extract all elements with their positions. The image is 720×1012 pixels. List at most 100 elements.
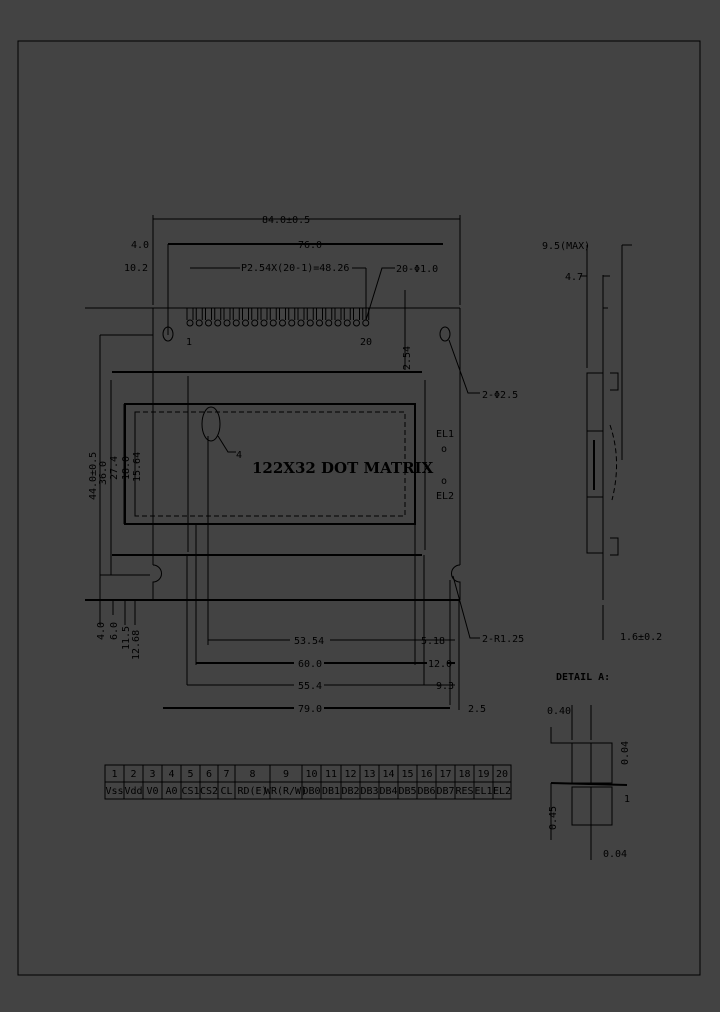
el2-label: EL2 <box>436 491 454 502</box>
pin-hole <box>316 319 323 327</box>
detail-ref: 4 <box>236 450 242 461</box>
dim-27-4: 27.4 <box>109 456 120 480</box>
pin-signal: DB5 <box>398 786 416 797</box>
pin-20-label: 20 <box>360 337 372 348</box>
pin-hole <box>325 319 333 327</box>
el1-pad: o <box>441 444 447 455</box>
dim-4-0: 4.0 <box>96 622 107 640</box>
pin-signal: V0 <box>146 786 158 797</box>
top-dimensions: 84.0±0.5 76.0 4.0 10.2 P2.54X(20-1)=48.2… <box>124 215 461 370</box>
detail-dim-1: 1 <box>624 794 630 805</box>
pin-lead <box>260 308 268 320</box>
pin-number: 20 <box>496 769 508 780</box>
pin-lead <box>343 308 351 320</box>
pin-lead <box>195 308 203 320</box>
pin-signal: Vdd <box>124 786 142 797</box>
pin-number: 3 <box>149 769 155 780</box>
pin-number: 18 <box>458 769 470 780</box>
detail-dim-004-bottom: 0.04 <box>603 849 627 860</box>
pin-hole <box>297 319 305 327</box>
pin-lead <box>232 308 240 320</box>
pin-signal: DB3 <box>360 786 378 797</box>
dim-44: 44.0±0.5 <box>88 452 99 500</box>
pin-lead <box>316 308 323 320</box>
pin-signal: DB2 <box>341 786 359 797</box>
dim-2-5: 2.5 <box>468 704 486 715</box>
pin-signal: RD(E) <box>237 786 267 797</box>
pin-hole <box>205 319 212 327</box>
pin-number: 12 <box>344 769 356 780</box>
pin-signal: CS1 <box>181 786 199 797</box>
dim-11-5: 11.5 <box>121 626 132 650</box>
pin-signal: DB4 <box>379 786 397 797</box>
pin-lead <box>223 308 231 320</box>
display-text: 122X32 DOT MATRIX <box>252 459 434 477</box>
pin-hole <box>306 319 314 327</box>
pin-row <box>186 308 370 327</box>
pin-signal: EL1 <box>474 786 492 797</box>
dim-60: 60.0 <box>298 659 322 670</box>
el2-pad: o <box>441 476 447 487</box>
pin-number: 9 <box>283 769 289 780</box>
pin-hole <box>260 319 268 327</box>
pin-lead <box>205 308 212 320</box>
pin-lead <box>186 308 194 320</box>
dim-55-4: 55.4 <box>298 681 322 692</box>
pin-lead <box>242 308 249 320</box>
pin-signal: CL <box>220 786 232 797</box>
pin-number: 13 <box>363 769 375 780</box>
pin-signal: RES <box>455 786 473 797</box>
pin-hole <box>186 319 194 327</box>
dim-12: 12.0 <box>428 659 452 670</box>
dim-12-68: 12.68 <box>131 630 142 660</box>
pin-signal: DB1 <box>322 786 340 797</box>
el1-label: EL1 <box>436 429 454 440</box>
pin-hole <box>334 319 342 327</box>
detail-a: DETAIL A: 0.40 0.04 0.45 1 0.04 <box>547 672 631 860</box>
dim-2-54: 2.54 <box>402 346 413 370</box>
pin-lead <box>362 308 370 320</box>
pin-lead <box>325 308 333 320</box>
bottom-dimensions: 53.54 5.18 60.0 12.0 55.4 9.3 79.0 2.5 2… <box>163 436 524 715</box>
dim-53-54: 53.54 <box>294 636 324 647</box>
dim-36: 36.0 <box>98 461 109 485</box>
pin-hole <box>251 319 259 327</box>
dim-pcb-thickness: 1.6±0.2 <box>620 632 662 643</box>
dim-10-2: 10.2 <box>124 263 148 274</box>
side-view: 9.5(MAX) 4.7 1.6±0.2 <box>542 241 662 643</box>
pin-hole <box>343 319 351 327</box>
drawing-frame <box>17 40 701 976</box>
pin-number: 8 <box>249 769 255 780</box>
detail-dim-045: 0.45 <box>548 806 559 830</box>
pin-hole <box>223 319 231 327</box>
pin-hole <box>269 319 277 327</box>
pin-signal: CS2 <box>200 786 218 797</box>
pin-hole <box>242 319 249 327</box>
pin-signal: Vss <box>105 786 123 797</box>
pin-signal: DB7 <box>436 786 454 797</box>
pin-lead <box>251 308 259 320</box>
pin-hole <box>279 319 286 327</box>
pin-1-label: 1 <box>186 337 192 348</box>
mount-hole-right <box>439 326 451 342</box>
pin-lead <box>214 308 222 320</box>
pin-hole <box>362 319 370 327</box>
dim-15-64: 15.64 <box>132 452 143 482</box>
mount-hole-left <box>162 326 174 342</box>
pin-lead <box>279 308 286 320</box>
pin-lead <box>334 308 342 320</box>
pin-signal: A0 <box>165 786 177 797</box>
pin-lead <box>269 308 277 320</box>
pin-number: 6 <box>206 769 212 780</box>
dim-4-7: 4.7 <box>565 272 583 283</box>
pin-number: 11 <box>325 769 337 780</box>
pin-number: 4 <box>168 769 174 780</box>
pin-number: 19 <box>477 769 489 780</box>
pin-signal: DB0 <box>302 786 320 797</box>
dim-9-3: 9.3 <box>436 681 454 692</box>
dim-18: 18.0 <box>121 456 132 480</box>
dim-79: 79.0 <box>298 704 322 715</box>
dim-overall-width: 84.0±0.5 <box>262 215 310 226</box>
pin-number: 17 <box>439 769 451 780</box>
